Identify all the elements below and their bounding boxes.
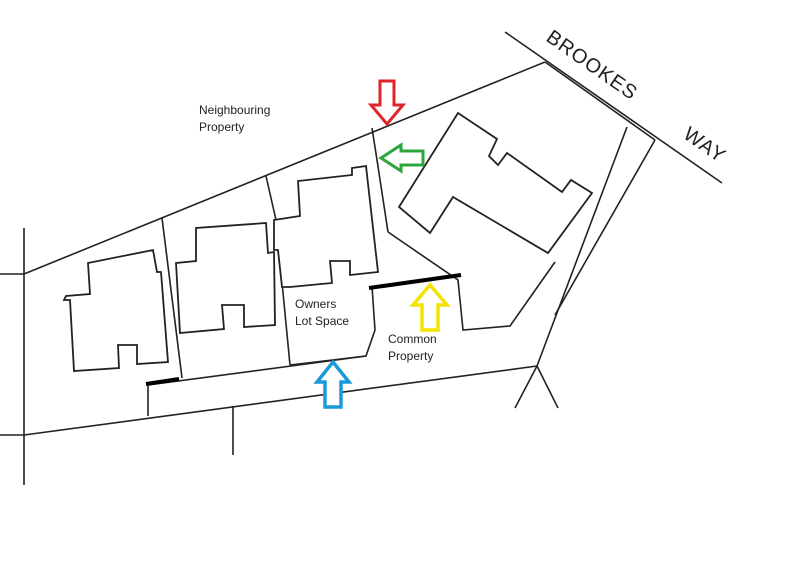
building-1 xyxy=(62,248,169,372)
access-road xyxy=(147,355,367,455)
neighbouring-label-line-1: Neighbouring xyxy=(199,103,271,117)
common-edge xyxy=(387,231,556,331)
left-lot-boundary xyxy=(0,228,25,485)
owners-label-line-1: Owners xyxy=(295,297,337,311)
yellow-arrow xyxy=(409,282,451,332)
common-label-line-1: Common xyxy=(388,332,437,346)
blue-arrow xyxy=(313,359,353,409)
building-4 xyxy=(397,111,594,255)
building-2 xyxy=(175,222,276,334)
road-verge-1 xyxy=(536,126,628,367)
site-boundary-north xyxy=(23,61,546,275)
road-edge-upper xyxy=(504,31,723,184)
common-property-label: Common Property xyxy=(388,331,437,365)
lot-divider-3 xyxy=(371,127,389,233)
street-name-way: WAY xyxy=(679,123,730,168)
lot-divider-1 xyxy=(161,217,183,379)
neighbouring-property-label: Neighbouring Property xyxy=(199,102,270,136)
owners-label-line-2: Lot Space xyxy=(295,314,350,328)
junction-lines xyxy=(514,365,559,409)
road-verge-2 xyxy=(554,139,656,316)
boundary-highlight-lot xyxy=(145,377,180,386)
neighbouring-label-line-2: Property xyxy=(199,120,245,134)
site-boundary-south xyxy=(23,365,538,436)
building-3 xyxy=(273,164,379,288)
road-edge-lower xyxy=(544,61,656,141)
boundary-highlight-common xyxy=(368,273,462,290)
green-arrow xyxy=(378,142,425,174)
common-label-line-2: Property xyxy=(388,349,434,363)
red-arrow xyxy=(367,79,407,127)
owners-lot-space-label: Owners Lot Space xyxy=(295,296,349,330)
